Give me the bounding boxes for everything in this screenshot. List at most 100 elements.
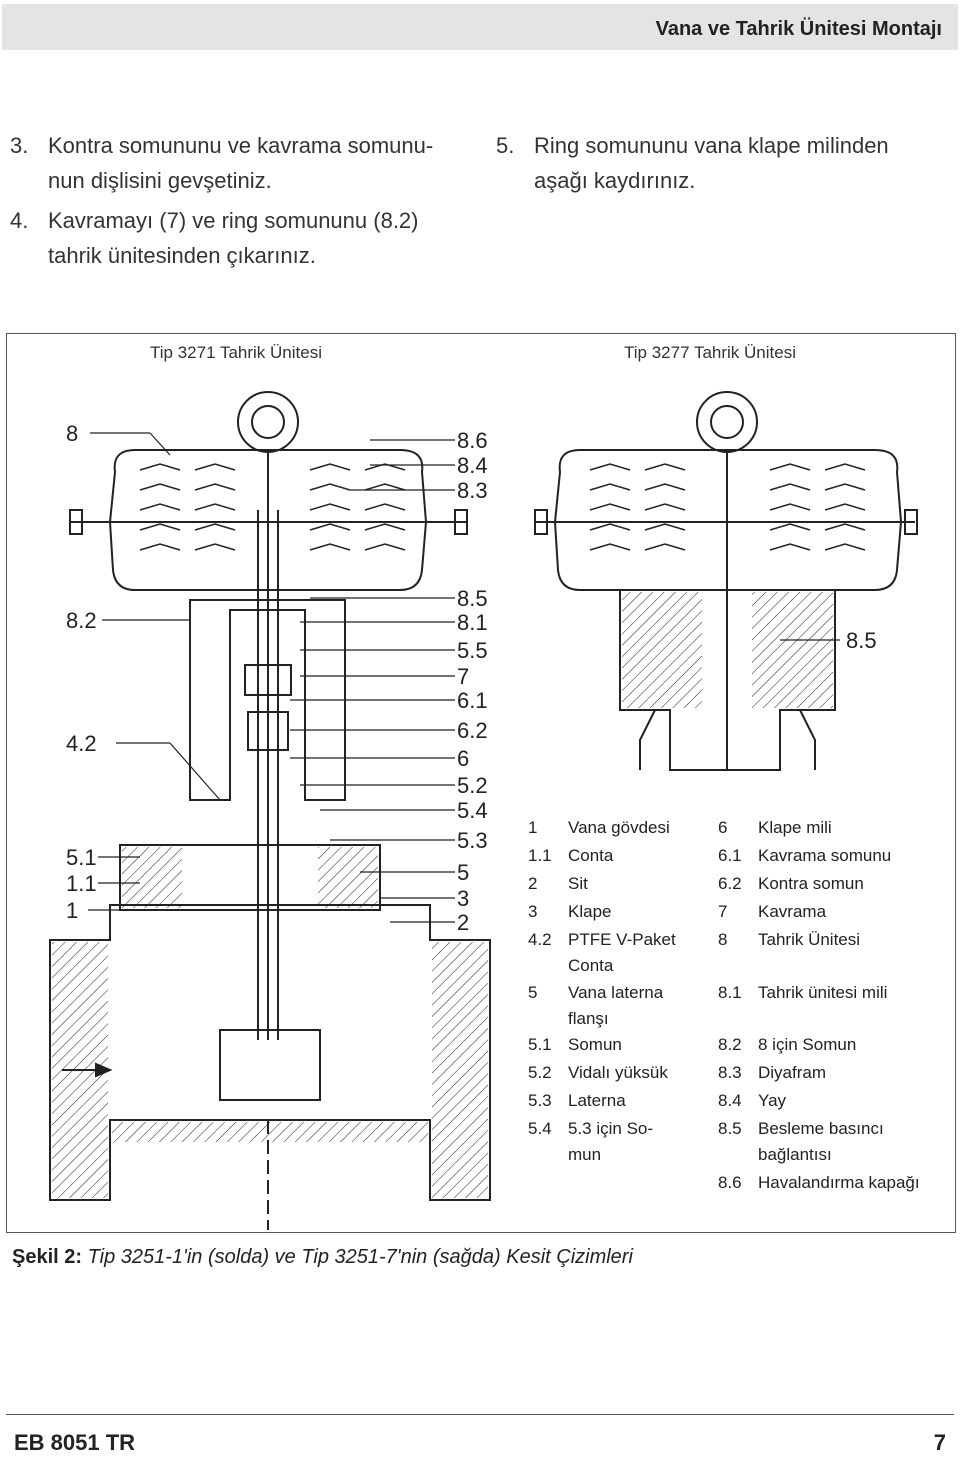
left-springs: [139, 463, 406, 551]
callout-5-3: 5.3: [457, 828, 488, 853]
page-number: 7: [933, 1430, 946, 1455]
step-text: Kavramayı (7) ve ring somununu (8.2): [48, 208, 419, 233]
legend-desc: Vidalı yüksük: [568, 1063, 668, 1082]
step-text: aşağı kaydırınız.: [534, 168, 696, 193]
legend-desc: Kavrama: [758, 902, 827, 921]
legend-row: 8.4 Yay: [718, 1088, 786, 1114]
legend-code: 8.4: [718, 1091, 742, 1110]
legend-desc: Tahrik Ünitesi: [758, 930, 861, 949]
legend-row: 1 Vana gövdesi: [528, 815, 670, 841]
figure-caption: Şekil 2: Tip 3251-1'in (solda) ve Tip 32…: [12, 1246, 633, 1269]
legend-row: 6 Klape mili: [718, 815, 832, 841]
right-yoke-hatch: [622, 592, 833, 708]
legend-desc: Vana gövdesi: [568, 818, 670, 837]
callout-6-1: 6.1: [457, 688, 488, 713]
right-springs: [589, 463, 866, 551]
legend-desc: Klape mili: [758, 818, 832, 837]
step-5: 5.Ring somununu vana klape milinden aşağ…: [496, 128, 889, 198]
left-body-hatch: [52, 847, 488, 1198]
legend-row: 6.2 Kontra somun: [718, 871, 864, 897]
legend-code: 5.4: [528, 1119, 552, 1138]
legend-desc: Somun: [568, 1035, 622, 1054]
callout-5-5: 5.5: [457, 638, 488, 663]
legend-code: 8.3: [718, 1063, 742, 1082]
header-title: Vana ve Tahrik Ünitesi Montajı: [655, 18, 942, 40]
figure-title-right: Tip 3277 Tahrik Ünitesi: [624, 343, 796, 362]
legend-desc: 5.3 için So-mun: [568, 1119, 654, 1164]
legend-row: 5.4 5.3 için So-mun: [528, 1116, 653, 1168]
callout-7: 7: [457, 664, 470, 689]
legend-desc: Conta: [568, 846, 614, 865]
callout-6: 6: [457, 746, 470, 771]
legend-desc: 8 için Somun: [758, 1035, 857, 1054]
footer-divider: [6, 1414, 954, 1415]
step-4: 4. Kavramayı (7) ve ring somununu (8.2) t…: [10, 203, 419, 273]
step-3: 3. Kontra somununu ve kavrama somunu- nun…: [10, 128, 433, 198]
legend-desc: Yay: [758, 1091, 787, 1110]
legend-code: 2: [528, 874, 538, 893]
step-text: nun dişlisini gevşetiniz.: [48, 168, 272, 193]
right-actuator: [534, 391, 918, 771]
legend-code: 6: [718, 818, 728, 837]
callout-8: 8: [66, 421, 79, 446]
document-code: EB 8051 TR: [14, 1430, 136, 1455]
figure-title-left: Tip 3271 Tahrik Ünitesi: [150, 343, 322, 362]
callout-1-1: 1.1: [66, 871, 97, 896]
legend-desc: Tahrik ünitesi mili: [758, 983, 888, 1002]
legend-row: 8.2 8 için Somun: [718, 1032, 856, 1058]
header-bar: Vana ve Tahrik Ünitesi Montajı: [2, 4, 958, 50]
legend-desc: Kontra somun: [758, 874, 864, 893]
legend-row: 8.3 Diyafram: [718, 1060, 826, 1086]
step-number: 3.: [10, 133, 29, 158]
step-number: 4.: [10, 208, 29, 233]
callout-5: 5: [457, 860, 470, 885]
figure-frame: [6, 333, 956, 1233]
legend-code: 7: [718, 902, 728, 921]
leader-lines: [88, 432, 840, 923]
callout-8-3: 8.3: [457, 478, 488, 503]
callout-8-6: 8.6: [457, 428, 488, 453]
legend-row: 8.1 Tahrik ünitesi mili: [718, 980, 887, 1006]
legend-code: 5.2: [528, 1063, 552, 1082]
legend-code: 6.2: [718, 874, 742, 893]
legend-code: 8.1: [718, 983, 742, 1002]
legend-desc: Diyafram: [758, 1063, 827, 1082]
legend-code: 1.1: [528, 846, 552, 865]
legend-row: 7 Kavrama: [718, 899, 826, 925]
legend-desc: Kavrama somunu: [758, 846, 892, 865]
legend-code: 8.5: [718, 1119, 742, 1138]
legend-desc: Sit: [568, 874, 588, 893]
legend-code: 4.2: [528, 930, 552, 949]
step-text: Ring somununu vana klape milinden: [534, 133, 889, 158]
legend-code: 8: [718, 930, 728, 949]
callout-3: 3: [457, 886, 470, 911]
legend-desc: Klape: [568, 902, 612, 921]
step-text: tahrik ünitesinden çıkarınız.: [48, 243, 316, 268]
step-text: Kontra somununu ve kavrama somunu-: [48, 133, 434, 158]
legend-code: 1: [528, 818, 538, 837]
legend-row: 5.1 Somun: [528, 1032, 622, 1058]
legend-code: 8.2: [718, 1035, 742, 1054]
caption-label: Şekil 2:: [12, 1246, 83, 1268]
legend-code: 5.1: [528, 1035, 552, 1054]
legend-code: 6.1: [718, 846, 742, 865]
legend-desc: Havalandırma kapağı: [758, 1173, 920, 1192]
callout-5-4: 5.4: [457, 798, 488, 823]
callout-right-8-5: 8.5: [846, 628, 877, 653]
callout-4-2: 4.2: [66, 731, 97, 756]
callout-8-1: 8.1: [457, 610, 488, 635]
legend-row: 5.2 Vidalı yüksük: [528, 1060, 668, 1086]
callout-8-2: 8.2: [66, 608, 97, 633]
callout-2: 2: [457, 910, 470, 935]
legend-code: 5: [528, 983, 538, 1002]
